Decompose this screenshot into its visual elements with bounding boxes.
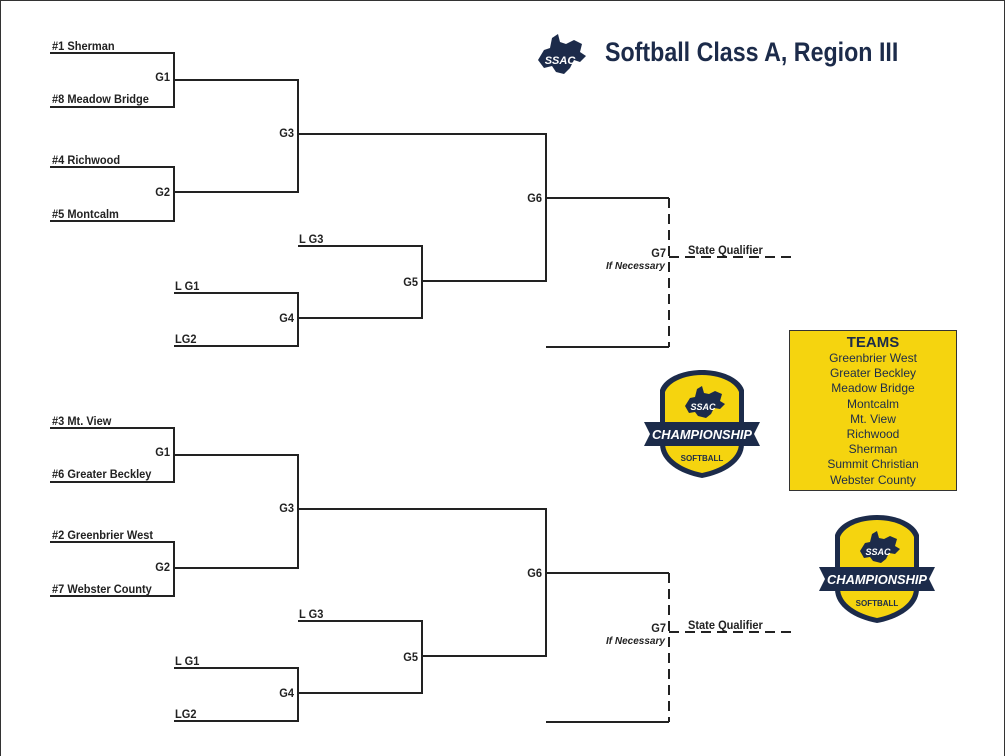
bottom-g4-label: G4 <box>279 686 294 700</box>
top-g4-lines <box>174 292 299 347</box>
bottom-g6-label: G6 <box>527 566 542 580</box>
bottom-g4-lines <box>174 667 299 722</box>
badge-top-banner-text: CHAMPIONSHIP <box>652 427 752 442</box>
badge-bottom-sport-text: SOFTBALL <box>856 599 899 608</box>
bottom-loser-g3: L G3 <box>299 607 324 621</box>
top-g5-label: G5 <box>403 275 418 289</box>
page-title: Softball Class A, Region III <box>605 37 899 67</box>
top-g6-lines <box>298 133 547 282</box>
bottom-seed-7-team: #7 Webster County <box>52 582 152 596</box>
top-g4-label: G4 <box>279 311 294 325</box>
top-g5-lines <box>298 245 423 319</box>
top-if-necessary: If Necessary <box>606 261 665 272</box>
teams-item: Summit Christian <box>827 457 919 472</box>
top-g1-label: G1 <box>155 70 170 84</box>
teams-heading: TEAMS <box>846 334 900 351</box>
badge-bottom-banner-text: CHAMPIONSHIP <box>827 572 927 587</box>
bottom-loser-g2: LG2 <box>175 707 197 721</box>
badge-top-sport-text: SOFTBALL <box>681 454 724 463</box>
top-state-qualifier: State Qualifier <box>688 243 763 257</box>
top-loser-g1: L G1 <box>175 279 200 293</box>
bottom-g3-lines <box>174 454 299 569</box>
top-g7-label: G7 <box>651 246 666 260</box>
top-loser-g2: LG2 <box>175 332 197 346</box>
top-g3-lines <box>174 79 299 193</box>
bottom-g1-label: G1 <box>155 445 170 459</box>
teams-item: Richwood <box>846 427 900 442</box>
bottom-g5-lines <box>298 620 423 694</box>
top-seed-1-team: #1 Sherman <box>52 39 115 53</box>
teams-item: Montcalm <box>846 396 899 411</box>
bottom-seed-2-team: #2 Greenbrier West <box>52 528 154 542</box>
bottom-seed-3-team: #3 Mt. View <box>52 414 112 428</box>
teams-item: Greater Beckley <box>829 366 917 381</box>
bottom-g2-label: G2 <box>155 560 170 574</box>
ssac-header-logo: SSAC <box>538 34 586 74</box>
bottom-g7-label: G7 <box>651 621 666 635</box>
bottom-loser-g1: L G1 <box>175 654 200 668</box>
badge-bottom-logo-text: SSAC <box>865 547 891 557</box>
bottom-seed-6-team: #6 Greater Beckley <box>52 467 152 481</box>
top-g3-label: G3 <box>279 126 294 140</box>
championship-badge-top: SSAC CHAMPIONSHIP SOFTBALL <box>644 370 760 478</box>
bottom-state-qualifier: State Qualifier <box>688 618 763 632</box>
top-seed-4-team: #4 Richwood <box>52 153 121 167</box>
bottom-if-necessary: If Necessary <box>606 636 665 647</box>
top-seed-8-team: #8 Meadow Bridge <box>52 92 149 106</box>
top-loser-g3: L G3 <box>299 232 324 246</box>
bottom-bracket-lines <box>50 427 795 723</box>
teams-item: Mt. View <box>850 411 896 426</box>
bottom-g3-label: G3 <box>279 501 294 515</box>
bottom-g6-lines <box>298 508 547 657</box>
top-g2-lines <box>50 166 175 222</box>
teams-item: Greenbrier West <box>829 351 917 365</box>
teams-item: Sherman <box>848 442 898 457</box>
top-g2-label: G2 <box>155 185 170 199</box>
top-seed-5-team: #5 Montcalm <box>52 207 119 221</box>
teams-item: Meadow Bridge <box>831 381 915 396</box>
badge-top-logo-text: SSAC <box>690 402 716 412</box>
teams-item: Webster County <box>830 472 916 487</box>
bottom-g5-label: G5 <box>403 650 418 664</box>
championship-badge-bottom: SSAC CHAMPIONSHIP SOFTBALL <box>819 515 935 623</box>
header-logo-text: SSAC <box>545 55 577 67</box>
top-g6-label: G6 <box>527 191 542 205</box>
top-bracket-lines <box>50 52 795 348</box>
bottom-g2-lines <box>50 541 175 597</box>
teams-box: TEAMS Greenbrier West Greater Beckley Me… <box>789 330 957 491</box>
